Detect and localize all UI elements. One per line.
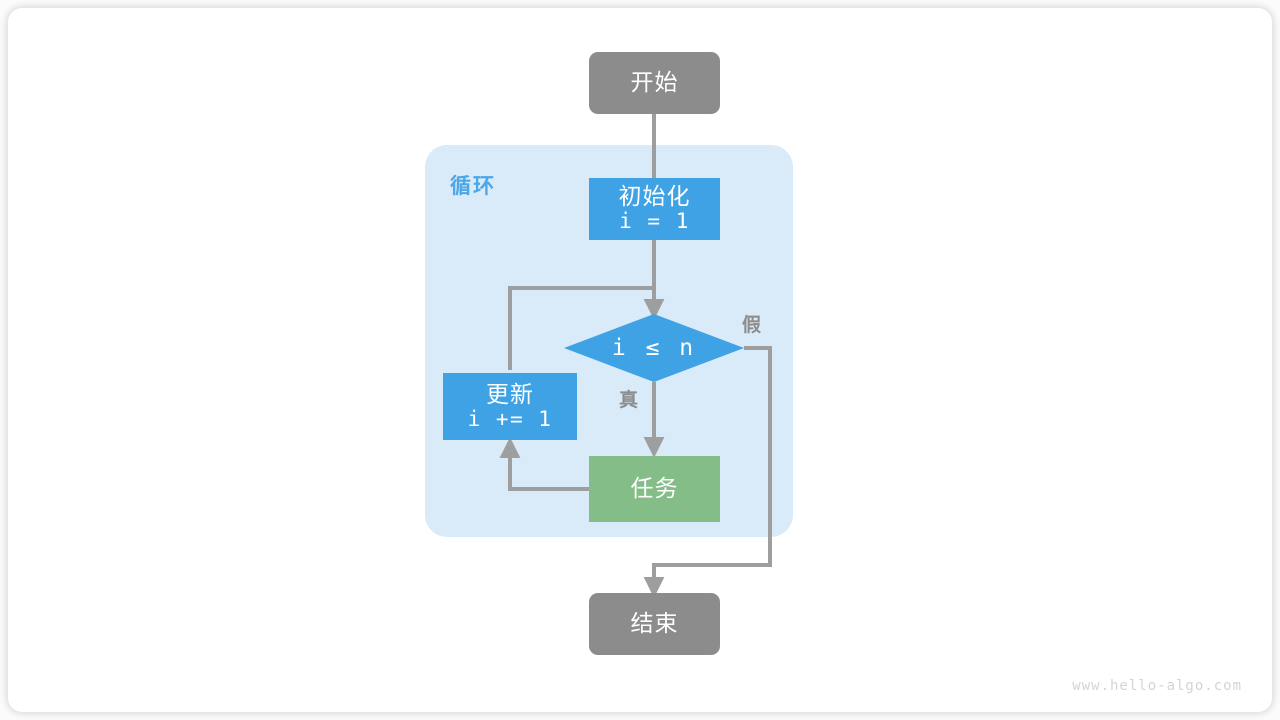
node-condition-label: i ≤ n	[611, 335, 697, 361]
node-update-expression: i += 1	[467, 406, 553, 431]
edge-label-false: 假	[742, 315, 762, 336]
edge-label-true: 真	[619, 390, 639, 411]
node-task-label: 任务	[630, 475, 679, 502]
node-start[interactable]: 开始	[589, 52, 720, 114]
node-end-label: 结束	[630, 610, 679, 637]
edge-condition-false-to-end	[643, 346, 772, 598]
node-init-label: 初始化	[618, 183, 691, 210]
node-start-label: 开始	[630, 69, 679, 96]
node-init[interactable]: 初始化 i = 1	[589, 178, 720, 240]
node-condition[interactable]: i ≤ n	[564, 314, 744, 382]
node-end[interactable]: 结束	[589, 593, 720, 655]
edge-task-to-update	[499, 437, 589, 491]
node-update-label: 更新	[486, 380, 534, 407]
edge-update-to-condition	[508, 286, 654, 370]
condition-diamond-shape	[564, 314, 744, 382]
node-task[interactable]: 任务	[589, 456, 720, 522]
watermark: www.hello-algo.com	[1072, 678, 1242, 694]
node-init-expression: i = 1	[619, 209, 690, 234]
loop-region-label: 循环	[450, 175, 496, 198]
node-update[interactable]: 更新 i += 1	[443, 373, 577, 440]
